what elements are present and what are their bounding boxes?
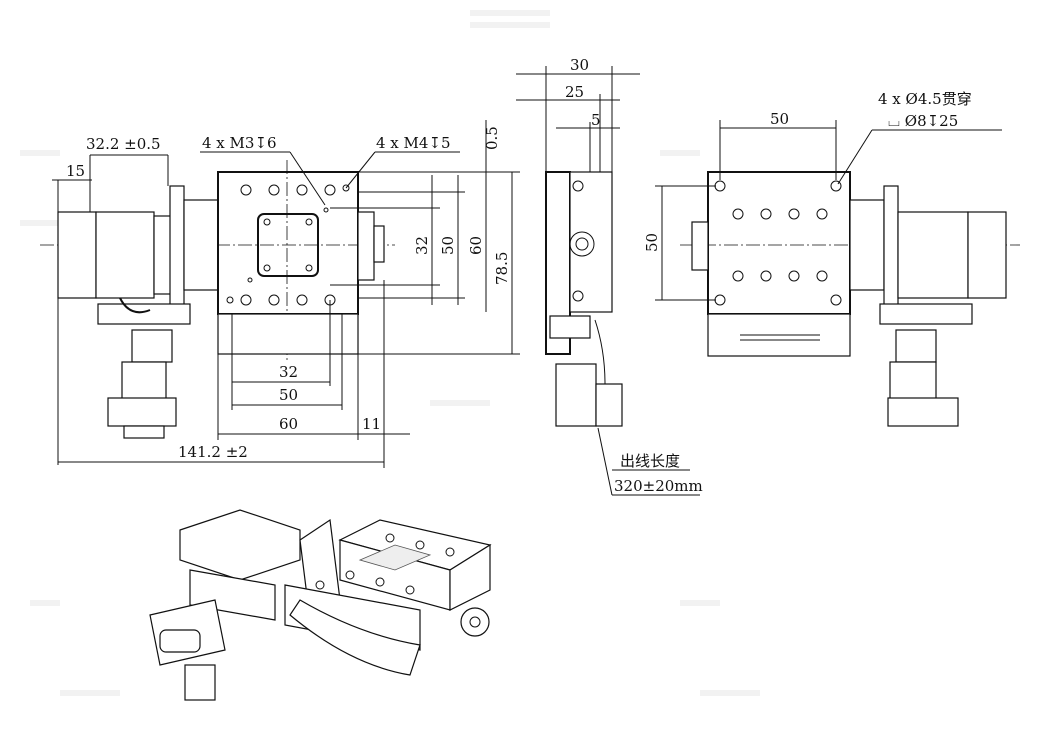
callout-counterbore: ⌴ Ø8↧25 <box>888 112 958 130</box>
cable-label: 出线长度 <box>620 452 680 470</box>
dim-motor-width: 15 <box>66 162 85 180</box>
dim-h-50: 50 <box>279 386 298 404</box>
dim-h-32: 32 <box>279 363 298 381</box>
watermark <box>20 10 760 696</box>
isometric-view <box>149 509 492 701</box>
dim-5: 5 <box>591 111 601 129</box>
dim-top-offset: 0.5 <box>483 126 501 150</box>
callout-through-hole: 4 x Ø4.5贯穿 <box>878 90 972 108</box>
dim-25: 25 <box>565 83 584 101</box>
callout-m3: 4 x M3↧6 <box>202 134 277 152</box>
side-view: 30 25 5 出线长度 320±20mm <box>516 56 703 496</box>
dim-motor-offset: 32.2 ±0.5 <box>86 135 161 153</box>
dim-total-length: 141.2 ±2 <box>178 443 248 461</box>
dim-v-60: 60 <box>467 236 485 255</box>
rear-dim-h-50: 50 <box>770 110 789 128</box>
front-view: 32.2 ±0.5 15 4 x M3↧6 4 x M4↧5 0.5 32 50… <box>40 120 520 468</box>
dim-h-11: 11 <box>362 415 381 433</box>
rear-dim-v-50: 50 <box>643 233 661 252</box>
dim-v-78-5: 78.5 <box>493 252 511 285</box>
callout-m4: 4 x M4↧5 <box>376 134 451 152</box>
dim-30: 30 <box>570 56 589 74</box>
dim-h-60: 60 <box>279 415 298 433</box>
cable-length: 320±20mm <box>614 477 703 495</box>
rear-view: 50 50 4 x Ø4.5贯穿 ⌴ Ø8↧25 <box>643 90 1020 427</box>
dim-v-50: 50 <box>439 236 457 255</box>
dim-v-32: 32 <box>413 236 431 255</box>
